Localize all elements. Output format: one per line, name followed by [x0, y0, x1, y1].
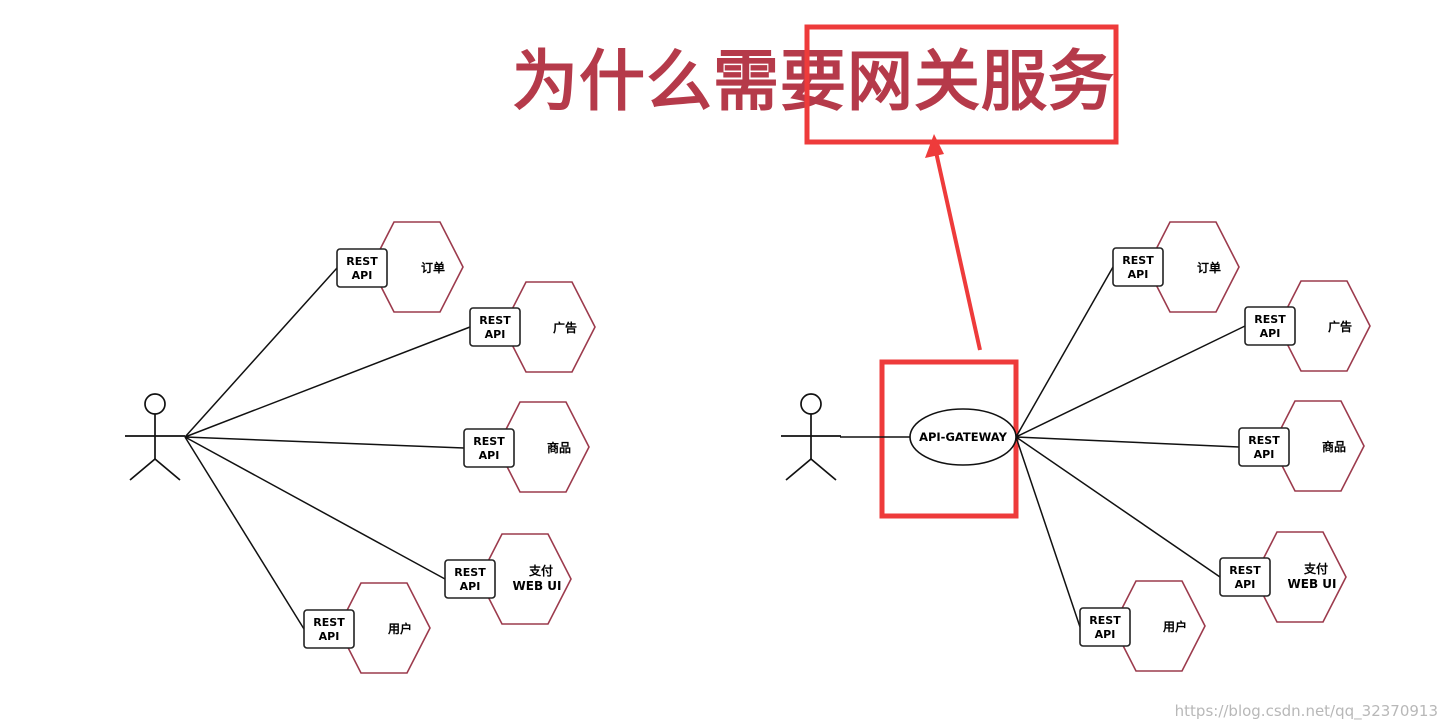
page-title: 为什么需要网关服务 — [512, 43, 1115, 120]
service-hexagon — [337, 582, 431, 674]
rest-api-box — [444, 559, 496, 599]
rest-api-label: API — [1254, 448, 1275, 461]
rest-api-label: API — [1235, 578, 1256, 591]
service-hexagon — [1277, 280, 1371, 372]
service-sublabel: WEB UI — [1288, 577, 1337, 591]
service-label: 用户 — [387, 621, 412, 636]
rest-api-label: REST — [1089, 614, 1121, 627]
actor-head — [144, 393, 166, 415]
service-hexagon — [1253, 531, 1347, 623]
highlight-arrow-head — [925, 134, 944, 158]
rest-api-label: REST — [1254, 313, 1286, 326]
highlight-arrow — [932, 142, 982, 351]
actor-head — [800, 393, 822, 415]
connection-line — [1015, 325, 1246, 438]
rest-api-box — [463, 428, 515, 468]
rest-api-label: REST — [1122, 254, 1154, 267]
service-label: 广告 — [553, 320, 577, 335]
rest-api-label: REST — [313, 616, 345, 629]
service-label: 商品 — [1322, 439, 1346, 454]
service-label: 广告 — [1328, 319, 1352, 334]
service-hexagon — [478, 533, 572, 625]
service-label: 订单 — [1197, 260, 1221, 275]
rest-api-label: REST — [1248, 434, 1280, 447]
service-label: 支付 — [1303, 561, 1328, 576]
rest-api-label: REST — [473, 435, 505, 448]
connection-line — [1015, 436, 1081, 628]
service-hexagon — [1112, 580, 1206, 672]
rest-api-label: API — [485, 328, 506, 341]
gateway-access-diagram: API-GATEWAY订单RESTAPI广告RESTAPI商品RESTAPI支付… — [781, 221, 1371, 672]
user-actor — [781, 393, 841, 481]
service-label: 商品 — [547, 440, 571, 455]
rest-api-box — [1244, 306, 1296, 346]
rest-api-label: API — [352, 269, 373, 282]
rest-api-box — [1079, 607, 1131, 647]
title-highlight-box — [804, 24, 1119, 145]
rest-api-label: API — [460, 580, 481, 593]
service-hexagon — [1146, 221, 1240, 313]
rest-api-box — [1238, 427, 1290, 467]
rest-api-label: API — [479, 449, 500, 462]
rest-api-label: REST — [479, 314, 511, 327]
rest-api-box — [303, 609, 355, 649]
service-hexagon — [370, 221, 464, 313]
rest-api-box — [1219, 557, 1271, 597]
rest-api-label: API — [1260, 327, 1281, 340]
actor-left-leg — [129, 458, 156, 481]
service-hexagon — [496, 401, 590, 493]
rest-api-label: API — [1095, 628, 1116, 641]
connection-line — [184, 436, 465, 449]
connection-line — [1015, 436, 1221, 578]
connection-line — [184, 436, 446, 580]
api-gateway-label: API-GATEWAY — [919, 430, 1007, 444]
rest-api-box — [469, 307, 521, 347]
connection-line — [1015, 436, 1240, 448]
api-gateway-ellipse — [909, 408, 1017, 466]
rest-api-label: REST — [454, 566, 486, 579]
rest-api-label: REST — [346, 255, 378, 268]
connection-line — [184, 267, 338, 438]
connection-line — [184, 326, 471, 438]
rest-api-box — [336, 248, 388, 288]
service-label: 支付 — [528, 563, 553, 578]
rest-api-label: API — [319, 630, 340, 643]
service-hexagon — [502, 281, 596, 373]
service-label: 用户 — [1162, 619, 1187, 634]
connection-line — [1015, 266, 1114, 438]
rest-api-label: REST — [1229, 564, 1261, 577]
service-label: 订单 — [421, 260, 445, 275]
rest-api-box — [1112, 247, 1164, 287]
api-gateway-node: API-GATEWAY — [909, 408, 1017, 466]
watermark: https://blog.csdn.net/qq_32370913 — [1174, 702, 1438, 720]
user-actor — [125, 393, 185, 481]
rest-api-label: API — [1128, 268, 1149, 281]
actor-left-leg — [785, 458, 812, 481]
actor-right-leg — [154, 458, 181, 481]
service-sublabel: WEB UI — [513, 579, 562, 593]
connection-line — [184, 436, 305, 630]
actor-right-leg — [810, 458, 837, 481]
service-hexagon — [1271, 400, 1365, 492]
